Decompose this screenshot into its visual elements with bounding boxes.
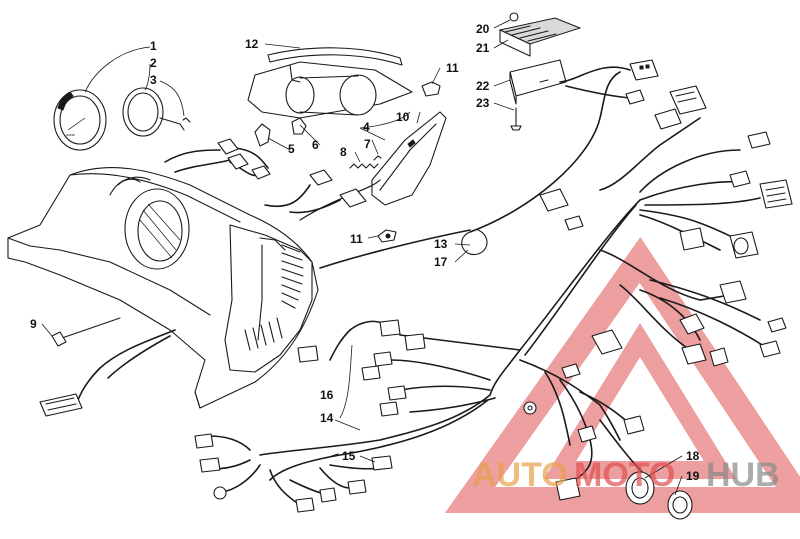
headlight-pod-housing [7, 167, 319, 409]
clip-11-bottom [377, 229, 397, 243]
watermark-text: AUTO MOTO HUB [472, 456, 780, 494]
callout-20: 20 [476, 22, 490, 36]
headlight-housing [371, 111, 447, 206]
vent-slats [244, 244, 304, 351]
main-wiring-harness [77, 66, 771, 506]
mount-screw [510, 107, 522, 131]
callout-18: 18 [686, 449, 700, 463]
callout-11-top: 11 [446, 61, 459, 75]
callout-7: 7 [364, 137, 371, 151]
bulb-socket [254, 117, 307, 147]
relay-module [509, 59, 567, 105]
trim-strip [267, 47, 403, 66]
watermark-part-2: MOTO [574, 456, 675, 494]
voltage-regulator [498, 12, 582, 57]
callout-labels: 1 2 3 4 5 6 7 8 9 10 11 11 12 13 14 15 1… [30, 22, 700, 483]
callout-22: 22 [476, 79, 490, 93]
clip-11-top [421, 81, 441, 97]
connectors [39, 59, 793, 520]
spring [349, 155, 382, 169]
callout-17: 17 [434, 255, 448, 269]
callout-15: 15 [342, 449, 356, 463]
callout-1: 1 [150, 39, 157, 53]
callout-4: 4 [363, 120, 370, 134]
callout-2: 2 [150, 56, 157, 70]
gauge-screw [182, 117, 191, 123]
watermark-part-3: HUB [706, 456, 780, 494]
callout-6: 6 [312, 138, 319, 152]
headlight-bracket [247, 61, 413, 119]
gauge-assembly: === [53, 89, 107, 151]
leader-lines [41, 19, 683, 496]
callout-5: 5 [288, 142, 295, 156]
callout-23: 23 [476, 96, 490, 110]
grommet-17 [461, 229, 488, 255]
callout-13: 13 [434, 237, 448, 251]
svg-text:===: === [66, 133, 75, 139]
callout-19: 19 [686, 469, 700, 483]
callout-8: 8 [340, 145, 347, 159]
callout-16: 16 [320, 388, 334, 402]
watermark-part-1: AUTO [472, 456, 568, 494]
gauge-bezel [122, 87, 185, 137]
callout-12: 12 [245, 37, 259, 51]
callout-14: 14 [320, 411, 334, 425]
callout-9: 9 [30, 317, 37, 331]
callout-21: 21 [476, 41, 490, 55]
callout-11-bottom: 11 [350, 232, 363, 246]
callout-10: 10 [396, 110, 410, 124]
callout-3: 3 [150, 73, 157, 87]
